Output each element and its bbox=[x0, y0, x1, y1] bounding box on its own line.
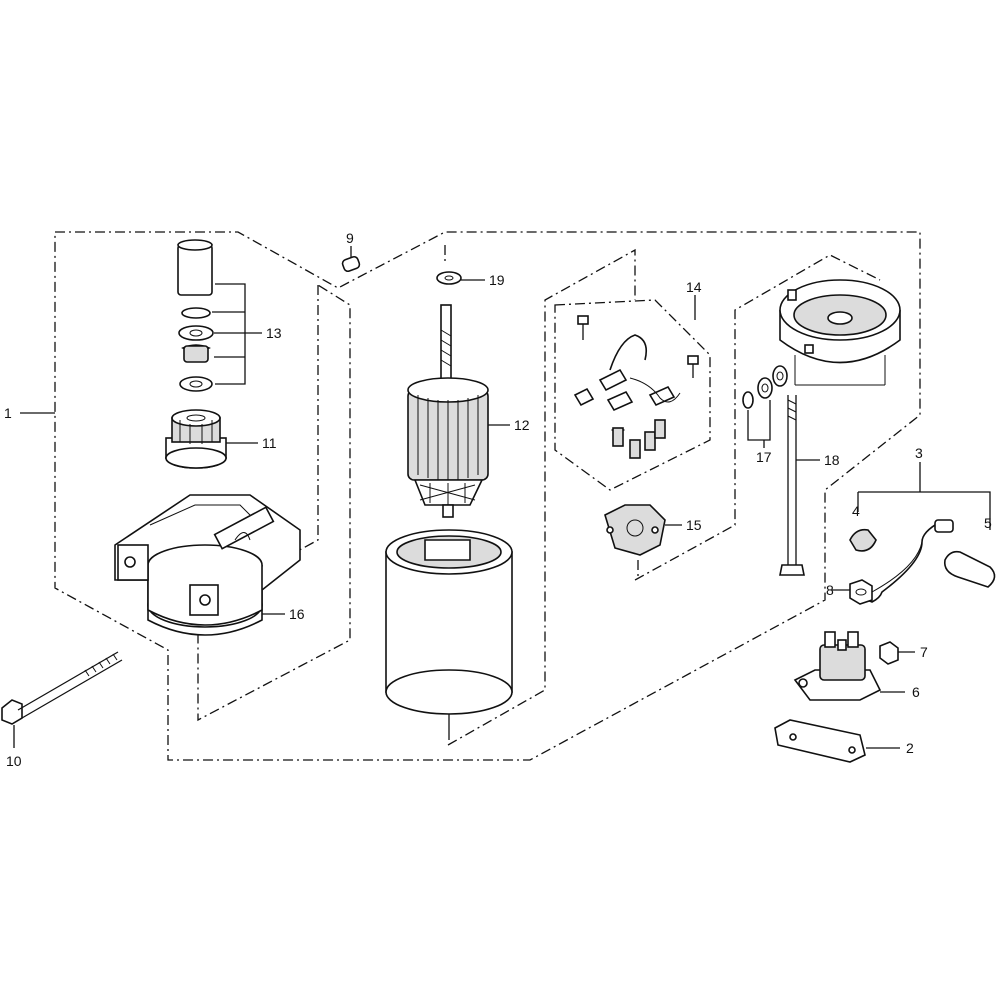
rear-cover bbox=[779, 279, 901, 386]
callout-18: 18 bbox=[824, 452, 840, 468]
callout-14: 14 bbox=[686, 279, 702, 295]
nut-part-7 bbox=[879, 641, 915, 665]
cable-parts-3-4-5 bbox=[849, 462, 996, 603]
callout-6: 6 bbox=[912, 684, 920, 700]
callout-9: 9 bbox=[346, 230, 354, 246]
drive-kit-part-13 bbox=[177, 239, 262, 392]
through-bolt-part-10 bbox=[1, 651, 123, 748]
callout-4: 4 bbox=[852, 503, 860, 519]
callout-labels: 1 2 3 4 5 6 7 8 9 10 11 12 13 14 15 16 1… bbox=[4, 230, 992, 769]
callout-15: 15 bbox=[686, 517, 702, 533]
through-bolt-part-18 bbox=[779, 395, 820, 576]
callout-3: 3 bbox=[915, 445, 923, 461]
nut-part-8 bbox=[832, 579, 873, 605]
group-outlines bbox=[197, 245, 881, 746]
callout-12: 12 bbox=[514, 417, 530, 433]
callout-13: 13 bbox=[266, 325, 282, 341]
brush-holder-part-15 bbox=[604, 504, 682, 556]
callout-8: 8 bbox=[826, 582, 834, 598]
washers-part-17 bbox=[742, 365, 788, 448]
armature-part-12 bbox=[407, 304, 510, 518]
callout-17: 17 bbox=[756, 449, 772, 465]
callout-5: 5 bbox=[984, 515, 992, 531]
pin-part-9 bbox=[341, 246, 361, 273]
callout-11: 11 bbox=[262, 435, 277, 451]
yoke-housing bbox=[385, 529, 513, 740]
callout-2: 2 bbox=[906, 740, 914, 756]
washer-part-19 bbox=[436, 271, 485, 285]
callout-7: 7 bbox=[920, 644, 928, 660]
front-housing-part-16 bbox=[114, 494, 301, 636]
callout-19: 19 bbox=[489, 272, 505, 288]
brush-kit-part-14 bbox=[554, 295, 711, 491]
callout-10: 10 bbox=[6, 753, 22, 769]
solenoid-part-6 bbox=[793, 631, 905, 701]
plate-part-2 bbox=[774, 719, 900, 763]
callout-1: 1 bbox=[4, 405, 12, 421]
pinion-gear-part-11 bbox=[165, 409, 258, 469]
assembly-outline bbox=[54, 231, 921, 761]
callout-16: 16 bbox=[289, 606, 305, 622]
